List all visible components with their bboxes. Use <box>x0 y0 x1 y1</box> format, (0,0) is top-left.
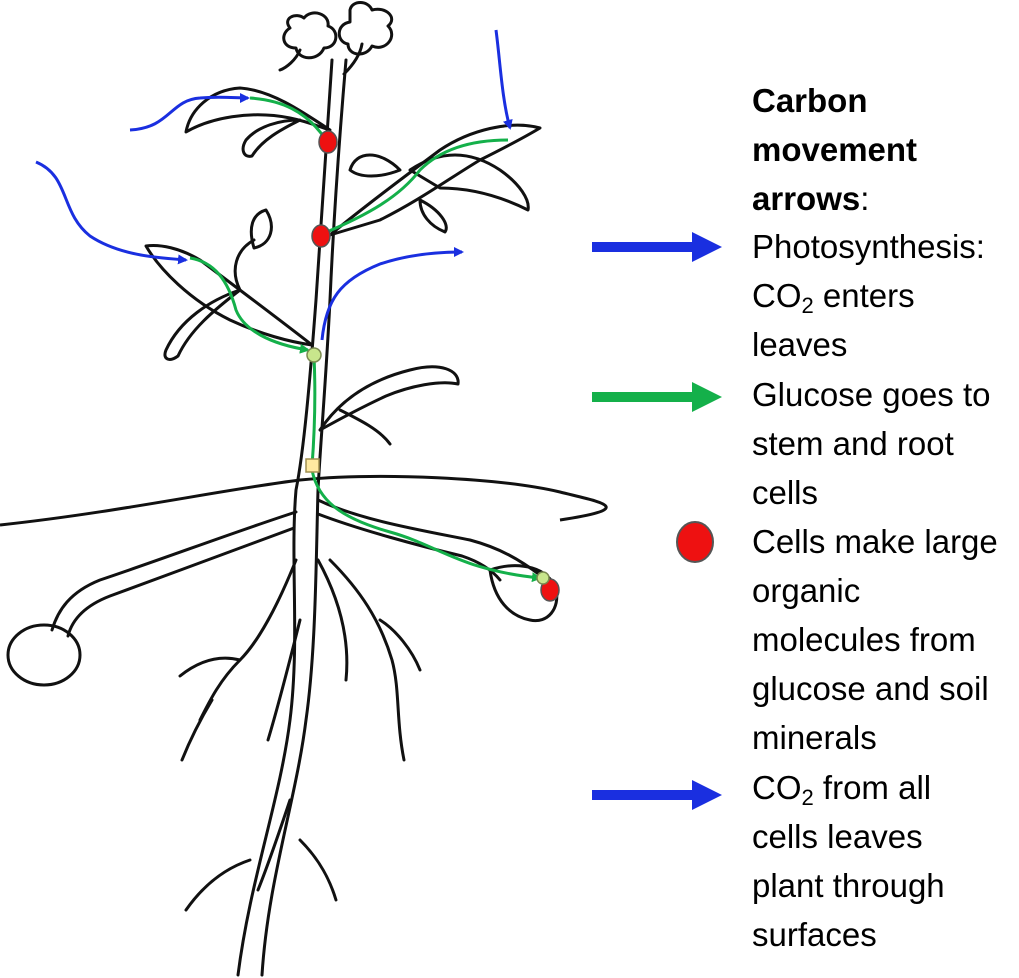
legend-item-line: CO2 enters <box>752 277 915 318</box>
legend-item-line: surfaces <box>752 916 877 953</box>
legend-key-green-arrow <box>592 382 722 412</box>
legend-key-red-dot <box>676 521 714 563</box>
legend-item-line: organic <box>752 572 861 609</box>
legend-title-line: arrows: <box>752 180 870 217</box>
subscript-2: 2 <box>801 293 814 318</box>
legend-item-line: cells <box>752 474 819 511</box>
legend-item-glucose: Glucose goes to stem and root cells <box>752 370 990 517</box>
glucose-arrow-middle-left-leaf <box>189 256 310 354</box>
legend-item-line: minerals <box>752 719 877 756</box>
co2-in-arrow-upper-right <box>494 29 513 130</box>
legend-key-blue-arrow-1 <box>592 232 722 262</box>
legend-item-line: molecules from <box>752 621 976 658</box>
co2-in-arrow-upper-left <box>129 92 250 132</box>
legend-item-line: CO2 from all <box>752 769 932 810</box>
legend-title-colon: : <box>860 180 870 217</box>
legend-item-line: Glucose goes to <box>752 376 991 413</box>
junction-square-stem <box>305 458 320 473</box>
legend-item-line: glucose and soil <box>752 670 989 707</box>
legend-item-line: stem and root <box>752 425 954 462</box>
red-cell-dot-upper <box>318 130 338 154</box>
legend-item-line: cells leaves <box>752 818 923 855</box>
legend-item-line: leaves <box>752 326 848 363</box>
glucose-arrows <box>189 96 542 583</box>
glucose-arrow-upper-right-leaf <box>321 138 509 236</box>
cell-dots <box>311 130 560 602</box>
junction-dot-tuber <box>536 571 550 585</box>
glucose-arrow-upper-left-leaf <box>249 96 328 141</box>
plant-outline <box>6 1 559 977</box>
glucose-arrow-to-tuber <box>310 469 542 583</box>
legend-title-line: Carbon <box>752 82 868 119</box>
red-cell-dot-middle <box>311 224 331 248</box>
red-cell-dot-tuber <box>540 578 560 602</box>
soil-line <box>0 474 608 527</box>
legend-item-cells: Cells make large organic molecules from … <box>752 517 998 762</box>
legend-item-line: plant through <box>752 867 945 904</box>
glucose-arrow-stem-down <box>310 355 317 467</box>
co2-in-arrow-middle-left <box>35 160 188 265</box>
subscript-2: 2 <box>801 785 814 810</box>
legend-item-photosynthesis: Photosynthesis: CO2 enters leaves <box>752 222 985 369</box>
legend-title: Carbon movement arrows: <box>752 76 917 223</box>
junction-dot-stem <box>306 347 322 363</box>
legend-item-line: Cells make large <box>752 523 998 560</box>
legend-item-co2-out: CO2 from all cells leaves plant through … <box>752 763 945 959</box>
co2-out-arrow-stem <box>320 247 464 341</box>
plant-illustration <box>0 1 722 977</box>
legend-item-line: Photosynthesis: <box>752 228 985 265</box>
legend-title-line: movement <box>752 131 918 168</box>
legend-key-blue-arrow-2 <box>592 780 722 810</box>
photosynthesis-arrows <box>35 29 513 341</box>
